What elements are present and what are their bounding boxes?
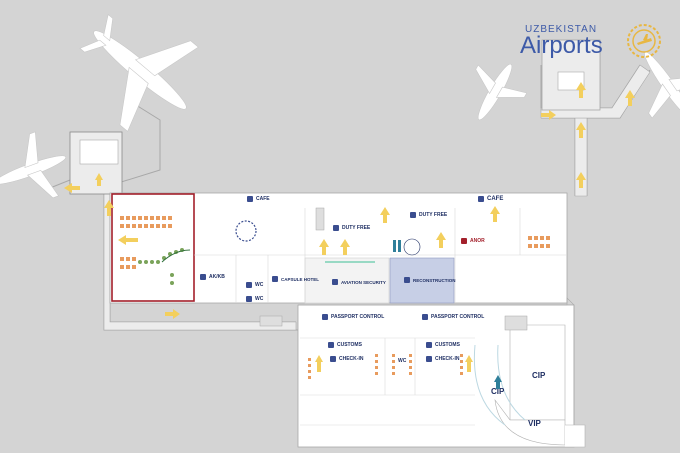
wc-2-label: WC (246, 296, 263, 302)
info-icon (200, 274, 206, 280)
round-lounge (235, 220, 257, 242)
cip-1-label: CIP (491, 387, 505, 396)
arrow-icon (541, 110, 556, 120)
gate-seating (120, 216, 550, 269)
curve-wall (473, 344, 506, 426)
person-icon (322, 314, 328, 320)
airplane-icon (0, 131, 67, 199)
arrow-icon (118, 235, 138, 245)
arrow-icon (576, 122, 586, 138)
reconstruction-label: RECONSTRUCTION (404, 277, 456, 283)
highlighted-gate-area (111, 193, 195, 302)
lower-outline (298, 297, 575, 447)
aviation-security-label: AVIATION SECURITY (332, 279, 386, 285)
anor-icon (461, 238, 467, 244)
direction-arrows (64, 82, 635, 372)
person-icon (246, 282, 252, 288)
arrow-icon (380, 207, 390, 223)
elevator (504, 315, 528, 331)
duty-free-2-label: DUTY FREE (410, 212, 447, 218)
brand-top: UZBEKISTAN (525, 24, 598, 35)
sun-plane-emblem-icon (627, 24, 661, 58)
person-icon (426, 342, 432, 348)
arrow-icon (625, 90, 635, 106)
planter-line (161, 249, 191, 263)
customs-2-label: CUSTOMS (426, 342, 460, 348)
arrow-icon (436, 232, 446, 248)
airplanes (0, 14, 680, 199)
arrow-icon (340, 239, 350, 255)
arrow-icon (319, 239, 329, 255)
customs-1-label: CUSTOMS (328, 342, 362, 348)
arrow-icon (104, 200, 114, 216)
gate-room-east (557, 71, 585, 91)
check-in-seats (308, 354, 463, 379)
vip-label: VIP (528, 419, 541, 428)
airplane-icon (475, 63, 528, 121)
arrow-icon (465, 355, 473, 372)
person-icon (246, 296, 252, 302)
cafe-2-label: CAFE (478, 196, 503, 202)
wc-symbol (393, 238, 421, 256)
info-icon (410, 212, 416, 218)
arrow-icon (64, 183, 80, 193)
ramp (259, 315, 283, 327)
capsule-label: CAPSULE HOTEL (272, 276, 319, 282)
reconstruction-zone (389, 257, 455, 304)
duty-free-1-label: DUTY FREE (333, 225, 370, 231)
partitions (194, 208, 567, 303)
arrow-icon (576, 82, 586, 98)
passport-control-2-label: PASSPORT CONTROL (422, 314, 484, 320)
person-icon (422, 314, 428, 320)
info-icon (426, 356, 432, 362)
arrow-icon (315, 355, 323, 372)
info-icon (272, 276, 278, 282)
passport-control-1-label: PASSPORT CONTROL (322, 314, 384, 320)
cip-2-label: CIP (532, 371, 546, 380)
ak-label: AK/KB (200, 274, 225, 280)
info-icon (333, 225, 339, 231)
info-icon (247, 196, 253, 202)
brand-logo: Airports (520, 32, 603, 59)
anor-label: ANOR (461, 238, 485, 244)
arrow-icon (165, 309, 180, 319)
arrow-icon (576, 172, 586, 188)
check-in-1-label: CHECK-IN (330, 356, 363, 362)
lower-partitions (300, 337, 475, 426)
airplane-icon (79, 14, 199, 132)
curve-wall-2 (497, 344, 526, 421)
arrow-icon (490, 206, 500, 222)
gate-room-west (79, 139, 119, 165)
info-icon (478, 196, 484, 202)
aviation-security-zone (304, 257, 390, 304)
info-icon (330, 356, 336, 362)
cafe-1-label: CAFE (247, 196, 270, 202)
check-in-2-label: CHECK-IN (426, 356, 459, 362)
vip-annex (565, 424, 586, 448)
wc-1-label: WC (246, 282, 263, 288)
arrow-icon (95, 173, 103, 186)
jetbridge-corridor (540, 64, 651, 119)
wc-3-label: WC (398, 358, 407, 364)
info-icon (404, 277, 410, 283)
person-icon (332, 279, 338, 285)
person-icon (328, 342, 334, 348)
escalator (315, 207, 325, 231)
